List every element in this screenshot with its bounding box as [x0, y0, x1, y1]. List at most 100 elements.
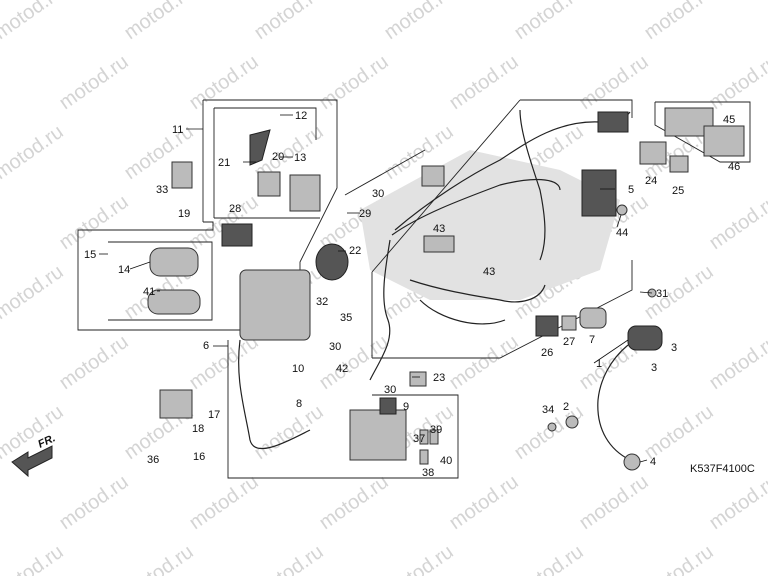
leader-lines [99, 114, 653, 463]
callout-42: 42 [336, 363, 348, 375]
watermark-text: motod.ru [55, 331, 132, 394]
key-fob-14 [149, 247, 199, 277]
watermark-text: motod.ru [380, 541, 457, 576]
callout-44: 44 [616, 227, 628, 239]
callout-12: 12 [295, 110, 307, 122]
watermark-text: motod.ru [0, 0, 68, 44]
callout-40: 40 [440, 455, 452, 467]
group-box-6 [227, 340, 459, 479]
watermark-text: motod.ru [0, 331, 3, 394]
cap-7 [579, 307, 607, 329]
watermark-text: motod.ru [0, 541, 68, 576]
group-box-harness-left [371, 99, 521, 273]
watermark-text: motod.ru [120, 0, 197, 44]
bolt-34 [547, 422, 557, 432]
hatched-region [360, 150, 620, 300]
callout-3a: 3 [671, 342, 677, 354]
callout-41: 41 [143, 286, 155, 298]
harness-connector-mid [423, 235, 455, 253]
sensor-1 [627, 325, 663, 351]
callout-33: 33 [156, 184, 168, 196]
connector-26 [535, 315, 559, 337]
watermark-text: motod.ru [640, 401, 717, 464]
bracket-19 [171, 161, 193, 189]
callout-1: 1 [596, 358, 602, 370]
watermark-text: motod.ru [445, 471, 522, 534]
callout-11: 11 [172, 124, 183, 136]
callout-15: 15 [84, 249, 96, 261]
harness-connector-43 [421, 165, 445, 187]
watermark-text: motod.ru [705, 471, 768, 534]
connector-9 [379, 397, 397, 415]
group-box-top [344, 149, 426, 196]
switch-21 [257, 171, 281, 197]
callout-19: 19 [178, 208, 190, 220]
callout-37: 37 [413, 433, 425, 445]
harness-down [369, 239, 391, 381]
watermark-text: motod.ru [120, 541, 197, 576]
watermark-text: motod.ru [315, 331, 392, 394]
callout-29: 29 [359, 208, 371, 220]
control-unit-6 [239, 269, 311, 341]
connector-15 [221, 223, 253, 247]
diagram-code: K537F4100C [690, 463, 755, 475]
regulator-5 [581, 169, 617, 217]
callout-10: 10 [292, 363, 304, 375]
watermark-text: motod.ru [445, 51, 522, 114]
callout-18: 18 [192, 423, 204, 435]
callout-2: 2 [563, 401, 569, 413]
callout-6: 6 [203, 340, 209, 352]
callout-35: 35 [340, 312, 352, 324]
connector-23 [409, 371, 427, 387]
relay-18 [159, 389, 193, 419]
callout-24: 24 [645, 175, 657, 187]
connector-25 [669, 155, 689, 173]
callout-labels: 1 2 3 3 4 5 6 7 8 9 10 11 12 13 14 15 16… [84, 110, 740, 479]
callout-13: 13 [294, 152, 306, 164]
group-box-14 [108, 241, 213, 321]
callout-7: 7 [589, 334, 595, 346]
sleeve-27 [561, 315, 577, 331]
fuse-39 [429, 429, 439, 445]
callout-20: 20 [272, 151, 284, 163]
callout-30a: 30 [372, 188, 384, 200]
harness-right-branch [519, 109, 546, 261]
watermark-text: motod.ru [510, 541, 587, 576]
callout-30b: 30 [329, 341, 341, 353]
callout-43a: 43 [433, 223, 445, 235]
relay-13 [289, 174, 321, 212]
harness-lower-branch [409, 279, 546, 303]
watermark-text: motod.ru [575, 51, 652, 114]
watermark-text: motod.ru [445, 331, 522, 394]
watermark-text: motod.ru [250, 541, 327, 576]
watermark-text: motod.ru [705, 331, 768, 394]
watermark-text: motod.ru [55, 191, 132, 254]
group-box-15 [77, 221, 300, 331]
horn-22 [315, 243, 349, 281]
callout-21: 21 [218, 157, 230, 169]
watermark-text: motod.ru [705, 191, 768, 254]
callout-5: 5 [628, 184, 634, 196]
bolt-44 [616, 204, 628, 216]
callout-9: 9 [403, 401, 409, 413]
key-fob-41 [147, 289, 201, 315]
callout-39: 39 [430, 424, 442, 436]
callout-28: 28 [229, 203, 241, 215]
watermark-text: motod.ru [0, 471, 3, 534]
front-arrow-icon [11, 445, 53, 478]
watermark-text: motod.ru [705, 51, 768, 114]
bracket-20 [249, 129, 271, 166]
watermark-text: motod.ru [185, 51, 262, 114]
callout-32: 32 [316, 296, 328, 308]
watermark-text: motod.ru [0, 51, 3, 114]
watermark-text: motod.ru [640, 0, 717, 44]
callout-36: 36 [147, 454, 159, 466]
watermark-text: motod.ru [575, 471, 652, 534]
watermark-text: motod.ru [0, 121, 68, 184]
group-box-12 [214, 107, 317, 140]
callout-23: 23 [433, 372, 445, 384]
watermark-text: motod.ru [0, 261, 68, 324]
watermark-text: motod.ru [250, 0, 327, 44]
callout-27: 27 [563, 336, 575, 348]
